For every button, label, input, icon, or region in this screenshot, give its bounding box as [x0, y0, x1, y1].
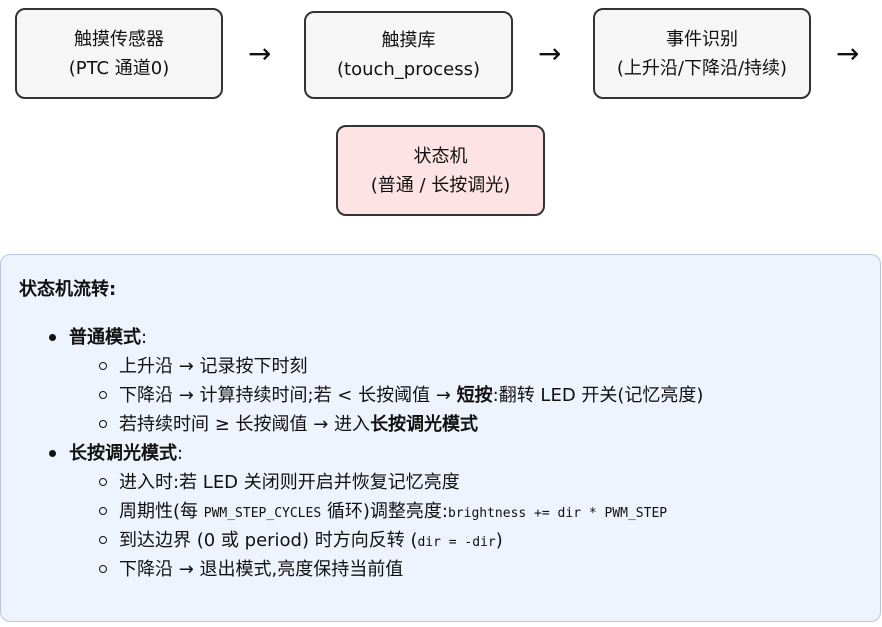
flow-arrow-1: →: [248, 37, 272, 70]
dim-item-3-code: dir = -dir: [417, 535, 496, 550]
node-touch-sensor: 触摸传感器 (PTC 通道0): [15, 8, 223, 99]
dim-item-2-code-formula: brightness += dir * PWM_STEP: [447, 506, 668, 521]
dim-mode-label: 长按调光模式: [69, 443, 177, 464]
bullet-circle-icon: [99, 536, 107, 544]
normal-mode-label: 普通模式: [69, 327, 141, 348]
dim-item-2-text: 周期性(每: [119, 501, 204, 522]
node-state-machine: 状态机 (普通 / 长按调光): [336, 125, 545, 216]
normal-item-2-text: 下降沿 → 计算持续时间;若 < 长按阈值 →: [119, 385, 457, 406]
bullet-disc-icon: [49, 334, 56, 341]
node-touch-library-subtitle: (touch_process): [337, 59, 480, 80]
bullet-circle-icon: [99, 478, 107, 486]
normal-item-2-tail: :翻转 LED 开关(记忆亮度): [492, 385, 704, 406]
bullet-circle-icon: [99, 420, 107, 428]
normal-item-3: 若持续时间 ≥ 长按阈值 → 进入长按调光模式: [119, 413, 478, 437]
node-touch-sensor-subtitle: (PTC 通道0): [68, 57, 170, 79]
description-panel: [0, 254, 881, 622]
node-touch-sensor-title: 触摸传感器: [74, 28, 164, 50]
normal-item-3-bold: 长按调光模式: [370, 414, 479, 435]
flow-arrow-2: →: [538, 37, 562, 70]
dim-item-3-tail: ): [495, 530, 503, 551]
normal-item-1: 上升沿 → 记录按下时刻: [119, 356, 308, 377]
node-touch-library: 触摸库 (touch_process): [304, 11, 513, 99]
normal-mode-colon: :: [141, 327, 148, 348]
dim-item-3-text: 到达边界 (0 或 period) 时方向反转 (: [119, 530, 418, 551]
node-event-recognition-title: 事件识别: [666, 28, 738, 50]
node-state-machine-title: 状态机: [413, 145, 468, 167]
dim-item-1: 进入时:若 LED 关闭则开启并恢复记忆亮度: [119, 472, 460, 493]
bullet-circle-icon: [99, 565, 107, 573]
flow-arrow-3: →: [836, 37, 860, 70]
dim-mode-colon: :: [177, 443, 184, 464]
dim-item-2-code-steps: PWM_STEP_CYCLES: [203, 506, 322, 521]
panel-title: 状态机流转:: [19, 279, 117, 300]
dim-mode-heading: 长按调光模式:: [69, 442, 183, 466]
dim-item-2-mid: 循环)调整亮度:: [321, 501, 448, 522]
normal-mode-heading: 普通模式:: [69, 326, 147, 350]
bullet-circle-icon: [99, 362, 107, 370]
node-event-recognition-subtitle: (上升沿/下降沿/持续): [616, 57, 788, 79]
normal-item-3-text: 若持续时间 ≥ 长按阈值 → 进入: [119, 414, 371, 435]
node-event-recognition: 事件识别 (上升沿/下降沿/持续): [593, 8, 811, 99]
normal-item-2-bold: 短按: [456, 385, 493, 406]
dim-item-4: 下降沿 → 退出模式,亮度保持当前值: [119, 559, 404, 580]
normal-item-2: 下降沿 → 计算持续时间;若 < 长按阈值 → 短按:翻转 LED 开关(记忆亮…: [119, 384, 703, 408]
node-state-machine-subtitle: (普通 / 长按调光): [370, 174, 511, 196]
dim-item-2: 周期性(每 PWM_STEP_CYCLES 循环)调整亮度:brightness…: [119, 500, 667, 526]
bullet-circle-icon: [99, 391, 107, 399]
bullet-disc-icon: [49, 450, 56, 457]
dim-item-3: 到达边界 (0 或 period) 时方向反转 (dir = -dir): [119, 529, 503, 555]
bullet-circle-icon: [99, 507, 107, 515]
node-touch-library-title: 触摸库: [381, 30, 436, 51]
